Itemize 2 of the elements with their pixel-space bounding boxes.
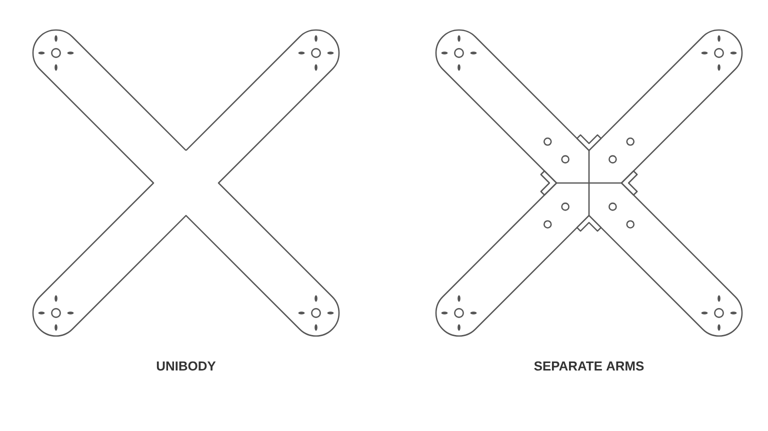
frame-label: UNIBODY xyxy=(156,361,216,371)
frame-label: SEPARATE ARMS xyxy=(534,361,644,371)
